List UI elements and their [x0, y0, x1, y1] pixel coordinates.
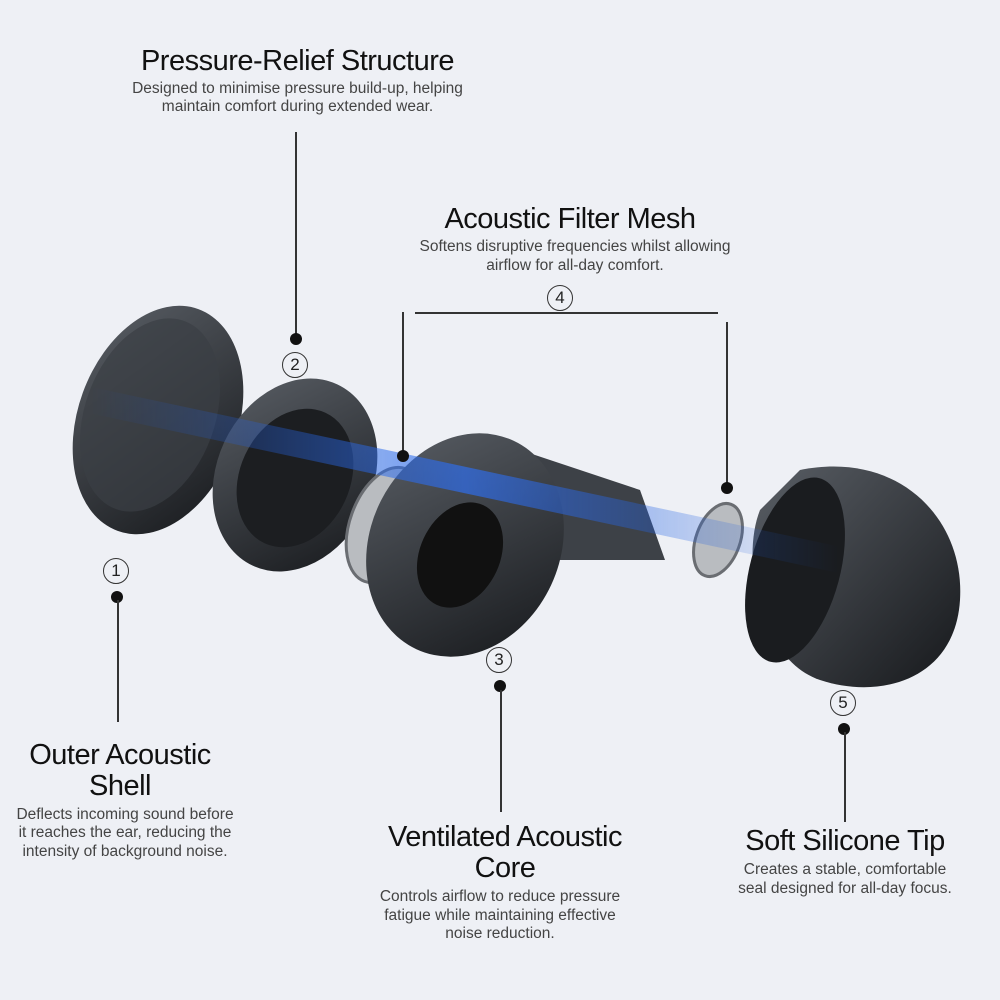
- outer-shell-desc-3: intensity of background noise.: [22, 843, 228, 860]
- outer-shell-title-2: Shell: [89, 770, 152, 802]
- filter-mesh-title: Acoustic Filter Mesh: [444, 203, 696, 235]
- callout-line-2: [295, 132, 297, 338]
- callout-dot-2: [290, 333, 302, 345]
- callout-dot-4b: [721, 482, 733, 494]
- callout-bracket-4: [415, 312, 718, 314]
- callout-number-4: 4: [547, 285, 573, 311]
- pressure-relief-desc-1: Designed to minimise pressure build-up, …: [132, 80, 463, 97]
- outer-shell-desc-1: Deflects incoming sound before: [16, 806, 234, 823]
- callout-dot-1: [111, 591, 123, 603]
- acoustic-core-title-2: Core: [474, 852, 536, 884]
- callout-line-4b: [726, 322, 728, 487]
- silicone-tip-desc-1: Creates a stable, comfortable: [743, 861, 947, 878]
- airflow-beam: [87, 387, 843, 573]
- pressure-relief-desc-2: maintain comfort during extended wear.: [161, 98, 434, 115]
- callout-line-3: [500, 690, 502, 812]
- callout-dot-4a: [397, 450, 409, 462]
- filter-mesh-desc-2: airflow for all-day comfort.: [486, 257, 664, 274]
- callout-number-2: 2: [282, 352, 308, 378]
- pressure-relief-title: Pressure-Relief Structure: [140, 45, 455, 77]
- outer-shell-title-1: Outer Acoustic: [29, 739, 211, 771]
- silicone-tip-title: Soft Silicone Tip: [745, 825, 945, 857]
- callout-line-1: [117, 600, 119, 722]
- acoustic-core-desc-3: noise reduction.: [445, 925, 555, 942]
- callout-line-5: [844, 732, 846, 822]
- silicone-tip-desc-2: seal designed for all-day focus.: [738, 880, 952, 897]
- callout-dot-5: [838, 723, 850, 735]
- callout-dot-3: [494, 680, 506, 692]
- acoustic-core-desc-1: Controls airflow to reduce pressure: [379, 888, 621, 905]
- callout-line-4a: [402, 312, 404, 452]
- acoustic-core-desc-2: fatigue while maintaining effective: [384, 907, 616, 924]
- callout-number-1: 1: [103, 558, 129, 584]
- silicone-tip-part: [745, 466, 961, 688]
- outer-shell-desc-2: it reaches the ear, reducing the: [18, 824, 232, 841]
- callout-number-3: 3: [486, 647, 512, 673]
- filter-mesh-desc-1: Softens disruptive frequencies whilst al…: [419, 238, 731, 255]
- acoustic-core-title-1: Ventilated Acoustic: [388, 821, 622, 853]
- callout-number-5: 5: [830, 690, 856, 716]
